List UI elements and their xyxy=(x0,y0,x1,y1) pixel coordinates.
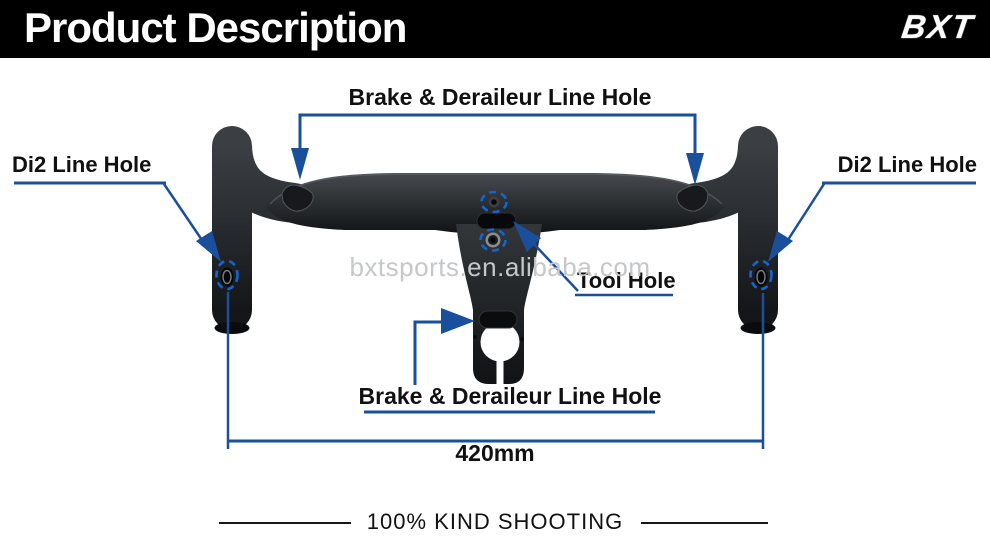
width-dimension-label: 420mm xyxy=(455,440,535,466)
top-bracket-line xyxy=(298,113,697,157)
bottom-line-hole-label: Brake & Deraileur Line Hole xyxy=(358,383,662,409)
header-bar: Product Description BXT xyxy=(0,0,990,58)
clamp-bolt-right xyxy=(520,337,524,341)
bottom-arrowhead xyxy=(441,308,475,334)
clamp-bolt-left xyxy=(473,335,477,339)
di2-hole-left-ring xyxy=(222,269,232,285)
tool-hole-label: Tool Hole xyxy=(577,268,676,293)
bottom-line-slot xyxy=(478,310,518,329)
footer-caption: 100% KIND SHOOTING xyxy=(366,509,624,534)
right-line-hole-cover xyxy=(676,184,709,212)
stem-body xyxy=(456,224,542,384)
di2-right-marker xyxy=(749,259,773,291)
di2-right-arrowhead xyxy=(768,231,793,262)
tool-arrowhead xyxy=(513,221,541,252)
center-top-marker xyxy=(480,190,508,214)
left-bar-end xyxy=(214,322,250,334)
page-title: Product Description xyxy=(24,4,407,51)
di2-right-leader xyxy=(782,183,826,247)
tool-hole-marker xyxy=(479,228,507,252)
right-drop-tube xyxy=(676,126,778,330)
left-drop-tube xyxy=(212,126,314,330)
di2-left-marker xyxy=(215,259,239,291)
top-left-arrowhead xyxy=(291,148,309,180)
hole-markers xyxy=(215,190,773,291)
bottom-leader xyxy=(413,320,443,385)
di2-left-label: Di2 Line Hole xyxy=(12,152,152,177)
tool-leader xyxy=(533,243,579,292)
watermark-text: bxtsports.en.alibaba.com xyxy=(349,252,651,282)
top-line-hole-label: Brake & Deraileur Line Hole xyxy=(348,84,652,110)
tool-hole-bolt-center xyxy=(490,237,496,243)
annotation-lines xyxy=(14,113,976,449)
left-line-hole-cover xyxy=(281,184,314,212)
center-top-hole-bore xyxy=(491,199,497,205)
center-slot xyxy=(476,212,517,230)
handlebar-illustration xyxy=(212,126,778,386)
di2-left-arrowhead xyxy=(196,231,221,262)
di2-hole-right-ring xyxy=(756,269,766,285)
clamp-slit xyxy=(496,342,504,386)
di2-left-leader xyxy=(162,183,208,247)
top-right-arrowhead xyxy=(686,153,704,185)
right-bar-end xyxy=(740,322,776,334)
di2-right-label: Di2 Line Hole xyxy=(837,152,977,177)
